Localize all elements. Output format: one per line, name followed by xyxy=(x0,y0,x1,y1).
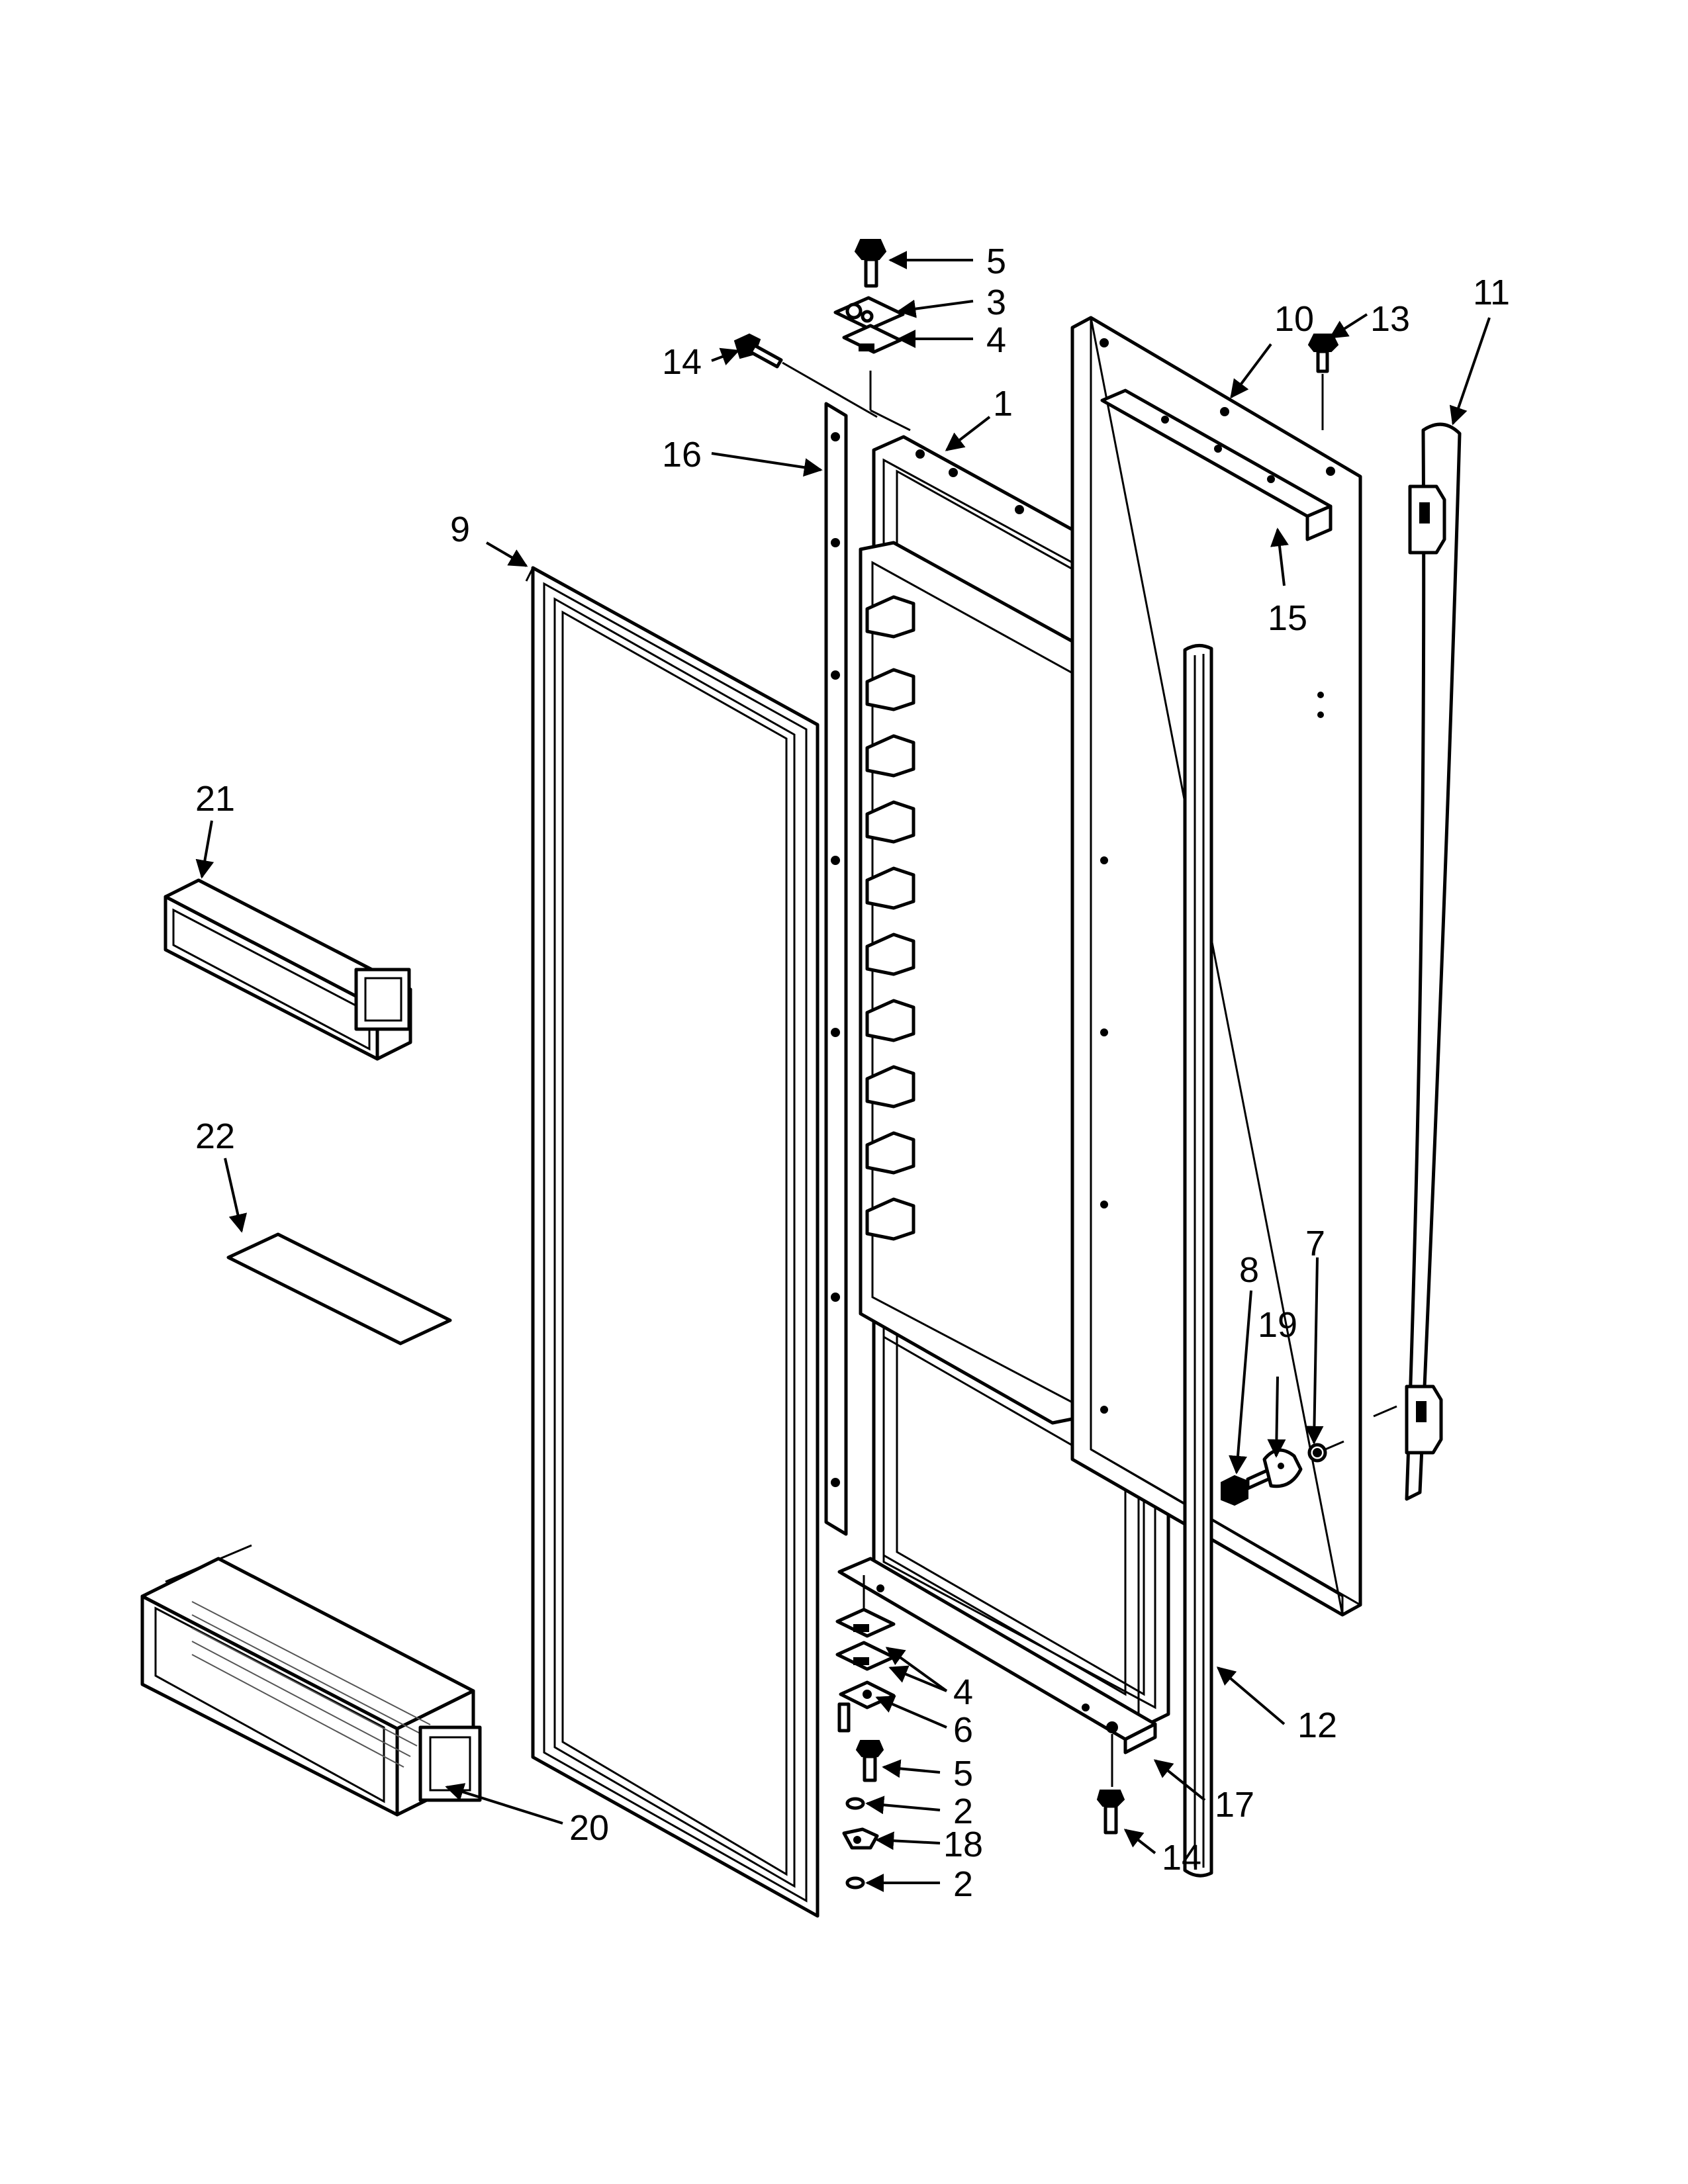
callout-18: 18 xyxy=(943,1825,983,1864)
hinge-hardware-top xyxy=(733,239,1339,432)
callout-4-bottom: 4 xyxy=(953,1672,973,1712)
callout-6: 6 xyxy=(953,1710,973,1750)
callout-13: 13 xyxy=(1370,299,1410,339)
door-bin-large-20 xyxy=(140,1544,482,1817)
callout-17: 17 xyxy=(1215,1785,1254,1825)
door-strip-16 xyxy=(824,402,848,1536)
callout-14-bottom: 14 xyxy=(1162,1838,1201,1878)
callout-1: 1 xyxy=(993,384,1013,424)
callout-14-top: 14 xyxy=(662,342,702,382)
callout-4-top: 4 xyxy=(986,320,1006,360)
bottom-hinge-bracket-17 xyxy=(837,1557,1157,1754)
top-bracket-15 xyxy=(1100,388,1333,541)
callout-22: 22 xyxy=(195,1116,235,1156)
callout-2-upper: 2 xyxy=(953,1792,973,1831)
callout-2-lower: 2 xyxy=(953,1864,973,1904)
callout-9: 9 xyxy=(450,510,470,549)
door-bin-small-21 xyxy=(164,878,412,1061)
door-handle-11 xyxy=(1373,422,1462,1501)
callout-7: 7 xyxy=(1305,1224,1325,1263)
leader-lines xyxy=(195,251,1491,1892)
callout-15: 15 xyxy=(1268,598,1307,638)
callout-labels: 5 3 4 1 10 13 11 14 16 9 15 21 22 8 7 19… xyxy=(195,242,1510,1904)
callout-19: 19 xyxy=(1258,1305,1297,1345)
callout-3-top: 3 xyxy=(986,283,1006,322)
door-label-insert-22 xyxy=(226,1232,452,1345)
callout-16: 16 xyxy=(662,435,702,475)
door-back-panel xyxy=(1070,316,1362,1617)
callout-12: 12 xyxy=(1297,1706,1337,1745)
outer-door-panel xyxy=(525,566,820,1918)
callout-5-bottom: 5 xyxy=(953,1754,973,1794)
shelf-cleats xyxy=(865,595,915,1241)
callout-10: 10 xyxy=(1274,299,1314,339)
callout-11: 11 xyxy=(1473,273,1510,312)
hinge-hardware-bottom xyxy=(835,1575,1125,1889)
vertical-trim-12 xyxy=(1183,644,1213,1878)
handle-mount-hardware xyxy=(1221,1440,1344,1506)
callout-20: 20 xyxy=(569,1808,609,1848)
callout-8: 8 xyxy=(1239,1250,1259,1290)
callout-5-top: 5 xyxy=(986,242,1006,281)
callout-21: 21 xyxy=(195,779,235,819)
